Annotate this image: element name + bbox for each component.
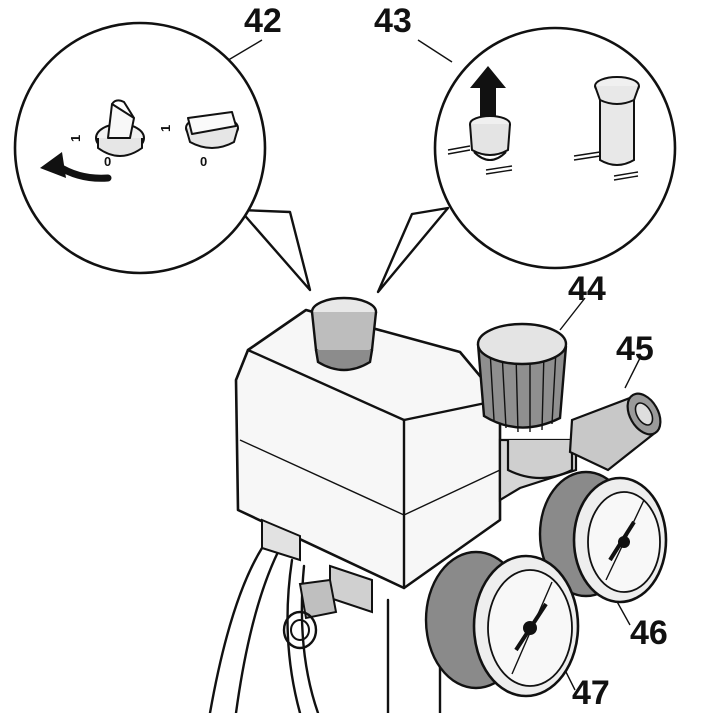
callout-46: 46 [630,614,668,652]
callout-44: 44 [568,270,606,308]
rotary-knob-on-icon [185,111,239,149]
callout-42: 42 [244,2,282,40]
button-raised-icon [573,76,640,181]
callout-numbers: 42 43 44 45 46 47 [244,2,668,712]
detail-circle-43 [376,26,677,294]
switch-mark-off-left: 0 [104,154,111,169]
pressure-gauge-tank [538,470,668,604]
lower-fittings [261,518,373,650]
rotary-knob-off-icon [95,99,145,157]
switch-mark-on-left: 1 [68,135,83,142]
pull-up-arrow-icon [470,66,506,118]
switch-mark-on-right: 1 [158,125,173,132]
button-pressed-icon [447,115,513,175]
on-off-button [310,296,378,372]
callout-43: 43 [374,2,412,40]
pressure-regulator [476,322,578,502]
outlet-coupling [568,392,662,472]
pressure-switch-assembly [208,296,668,713]
pressure-gauge-outlet [424,550,580,698]
callout-45: 45 [616,330,654,368]
detail-circle-42: 1 0 1 0 [13,21,312,292]
leader-lines [224,39,641,691]
switch-mark-off-right: 0 [200,154,207,169]
callout-47: 47 [572,674,610,712]
